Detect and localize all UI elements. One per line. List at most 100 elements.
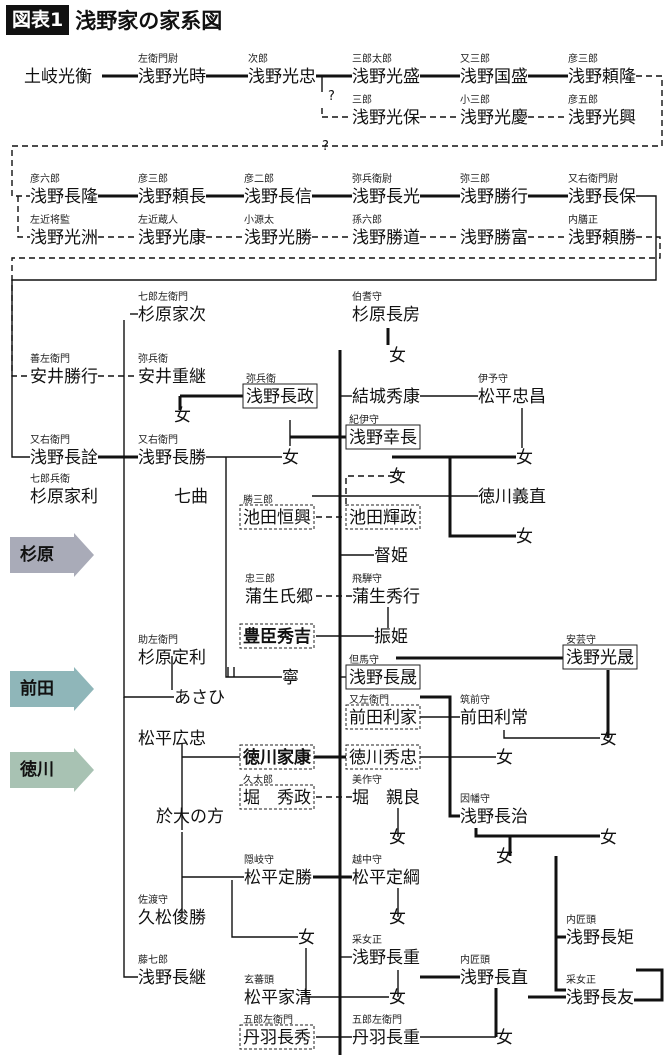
person-name: 土岐光衡 [24, 67, 92, 87]
person-name: 浅野幸長 [349, 428, 417, 448]
person-title: 但馬守 [349, 653, 379, 666]
person-name: 蒲生氏郷 [245, 587, 313, 607]
person-title: 内匠頭 [566, 913, 596, 926]
connector-line [345, 470, 399, 506]
person-title: 彦五郎 [568, 93, 598, 106]
person-title: 藤七郎 [138, 953, 168, 966]
person-hidetada: 徳川秀忠 [345, 744, 421, 770]
person-title: 采女正 [352, 933, 382, 946]
person-name: 女 [496, 1028, 513, 1048]
person-f14: 女 [389, 988, 406, 1008]
person-title: 伊予守 [478, 372, 508, 385]
person-title: 飛騨守 [352, 572, 382, 585]
person-f9: 女 [389, 828, 406, 848]
person-frame [239, 784, 315, 810]
person-asahi: あさひ [174, 688, 225, 708]
person-name: 堀 親良 [352, 788, 420, 808]
section-arrow-label: 前田 [20, 679, 54, 699]
person-title: 筑前守 [460, 693, 490, 706]
person-name: 浅野長継 [138, 968, 206, 988]
person-name: 浅野頼勝 [568, 228, 636, 248]
person-name: 女 [496, 847, 513, 867]
person-title: 弥兵衛 [246, 372, 276, 385]
person-name: 浅野光晟 [566, 648, 634, 668]
person-frame [345, 704, 421, 730]
person-title: 伯耆守 [352, 290, 382, 303]
person-name: 杉原家次 [138, 305, 206, 325]
connector-line [231, 880, 298, 938]
person-tokuhime: 督姫 [374, 546, 408, 566]
person-name: 於大の方 [156, 807, 224, 827]
person-name: 浅野長詮 [30, 448, 98, 468]
person-name: 徳川義直 [478, 487, 546, 507]
person-frame [239, 744, 315, 770]
person-title: 善左衛門 [30, 352, 70, 365]
person-name: 浅野長矩 [566, 928, 634, 948]
person-name: 池田恒興 [243, 508, 311, 528]
person-name: 浅野頼長 [138, 187, 206, 207]
person-nodes: 土岐光衡左衛門尉浅野光時次郎浅野光忠三郎太郎浅野光盛又三郎浅野国盛彦三郎浅野頼隆… [24, 52, 638, 1050]
person-title: 彦三郎 [138, 172, 168, 185]
person-name: 堀 秀政 [243, 788, 311, 808]
person-terumasa: 池田輝政 [345, 504, 421, 530]
person-name: 丹羽長重 [352, 1028, 420, 1048]
person-frame [242, 383, 318, 409]
person-title: 五郎左衛門 [352, 1013, 402, 1026]
person-name: 杉原定利 [138, 648, 206, 668]
person-name: 杉原長房 [352, 305, 420, 325]
person-name: 浅野光忠 [248, 67, 316, 87]
person-name: 池田輝政 [349, 508, 417, 528]
person-title: 小源太 [244, 213, 274, 226]
figure-title: 浅野家の家系図 [75, 9, 223, 33]
person-name: 女 [298, 928, 315, 948]
person-title: 小三郎 [460, 93, 490, 106]
person-title: 弥兵衛尉 [352, 172, 392, 185]
person-name: 浅野光慶 [460, 108, 528, 128]
person-title: 彦三郎 [568, 52, 598, 65]
figure-header: 図表1 浅野家の家系図 [6, 4, 222, 36]
person-f8: 女 [496, 748, 513, 768]
person-title: 忠三郎 [245, 572, 275, 585]
person-title: 美作守 [352, 773, 382, 786]
connector-line [123, 697, 138, 978]
person-name: 浅野光興 [568, 108, 636, 128]
person-title: 又左衛門 [349, 693, 389, 706]
person-f4: 女 [516, 448, 533, 468]
person-f3: 女 [282, 448, 299, 468]
person-frame [239, 504, 315, 530]
person-name: あさひ [174, 688, 225, 708]
person-nei: 寧 [282, 668, 299, 688]
person-frame [345, 744, 421, 770]
person-name: 浅野長保 [568, 187, 636, 207]
connector-line [474, 828, 600, 838]
person-name: 蒲生秀行 [352, 587, 420, 607]
person-name: 前田利家 [349, 708, 417, 728]
section-arrow-label: 杉原 [20, 545, 54, 565]
person-ieyasu: 徳川家康 [239, 744, 315, 770]
person-yoshinao: 徳川義直 [478, 487, 546, 507]
person-name: 浅野光保 [352, 108, 420, 128]
person-title: 又三郎 [460, 52, 490, 65]
